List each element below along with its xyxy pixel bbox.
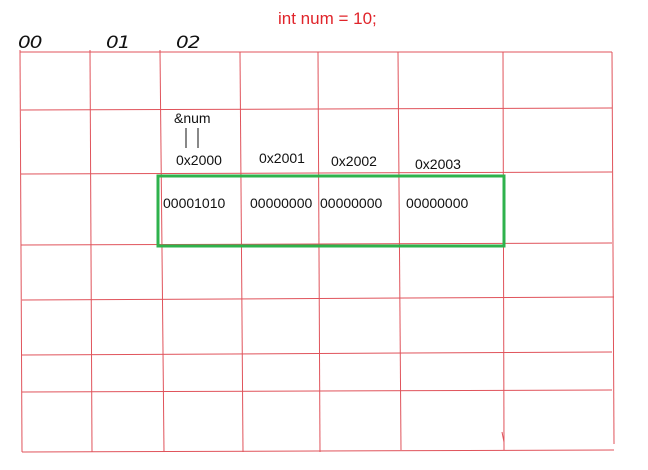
grid-line — [611, 51, 615, 445]
byte-value: 00001010 — [163, 195, 226, 211]
grid-line — [20, 107, 613, 111]
grid-line — [21, 449, 615, 453]
grid-line — [89, 49, 93, 453]
grid-line — [21, 296, 615, 301]
grid-line — [20, 242, 613, 246]
grid-line — [239, 51, 244, 453]
grid-line — [21, 389, 613, 393]
grid-line — [397, 51, 402, 451]
grid-line — [502, 51, 505, 451]
index-label-01: 01 — [106, 31, 130, 53]
code-statement: int num = 10; — [278, 9, 377, 28]
byte-value: 00000000 — [320, 195, 383, 211]
int-highlight-box — [156, 174, 506, 248]
address-label: 0x2000 — [176, 152, 222, 168]
grid-line — [19, 49, 23, 453]
grid-line — [21, 351, 613, 356]
pointer-arrow — [185, 128, 199, 148]
address-label: 0x2002 — [331, 153, 377, 169]
grid-line — [501, 431, 505, 443]
grid-line — [159, 49, 165, 453]
address-label: 0x2003 — [415, 156, 461, 172]
address-label: 0x2001 — [259, 150, 305, 166]
pointer-label: &num — [174, 110, 211, 126]
byte-value: 00000000 — [250, 195, 313, 211]
memory-grid — [19, 49, 615, 453]
index-label-00: 00 — [18, 31, 42, 53]
grid-line — [317, 51, 321, 453]
grid-line — [20, 171, 613, 175]
index-label-02: 02 — [176, 31, 200, 53]
byte-value: 00000000 — [406, 195, 469, 211]
